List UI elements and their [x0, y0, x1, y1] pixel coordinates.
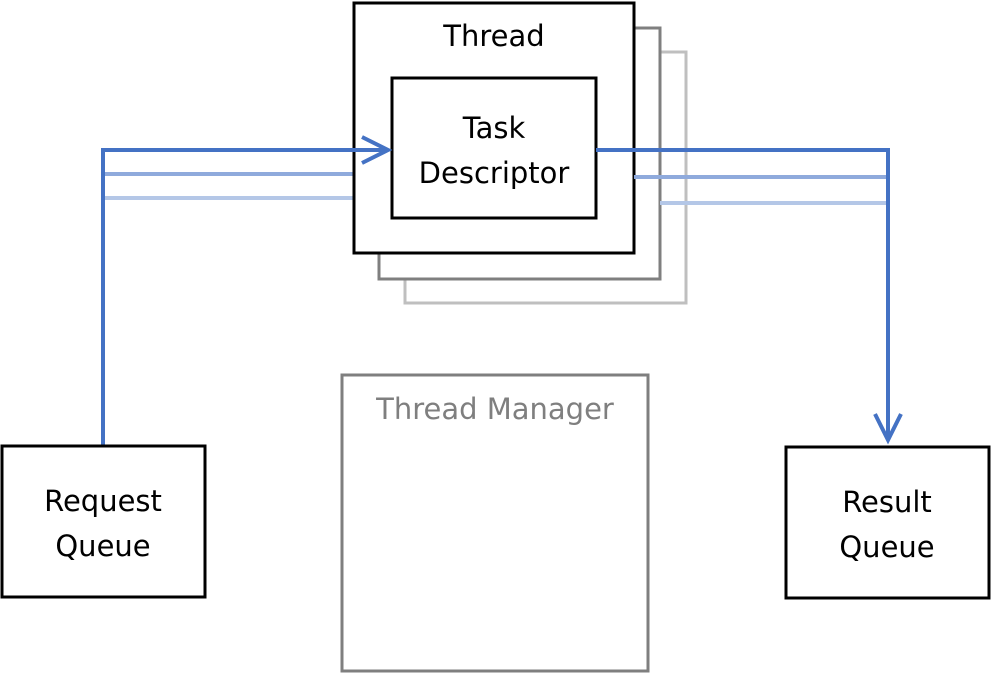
result-queue-box [784, 445, 991, 600]
thread-label: Thread [442, 19, 544, 53]
request-flow-arrowhead [361, 135, 393, 165]
task-descriptor-box [390, 76, 598, 220]
result-queue-label-line1: Result [842, 485, 932, 519]
result-flow-arrowhead [873, 413, 903, 445]
thread-manager-box [340, 373, 650, 673]
thread-manager-label: Thread Manager [375, 392, 614, 426]
task-descriptor-label-line1: Task [462, 111, 526, 145]
result-flow-line-primary [596, 148, 890, 440]
request-queue-label-line2: Queue [55, 529, 150, 563]
request-queue-label-line1: Request [44, 484, 162, 518]
request-flow-line-primary [101, 148, 388, 445]
result-queue-label-line2: Queue [839, 530, 934, 564]
task-descriptor-label-line2: Descriptor [419, 156, 570, 190]
request-queue-box [0, 444, 207, 599]
